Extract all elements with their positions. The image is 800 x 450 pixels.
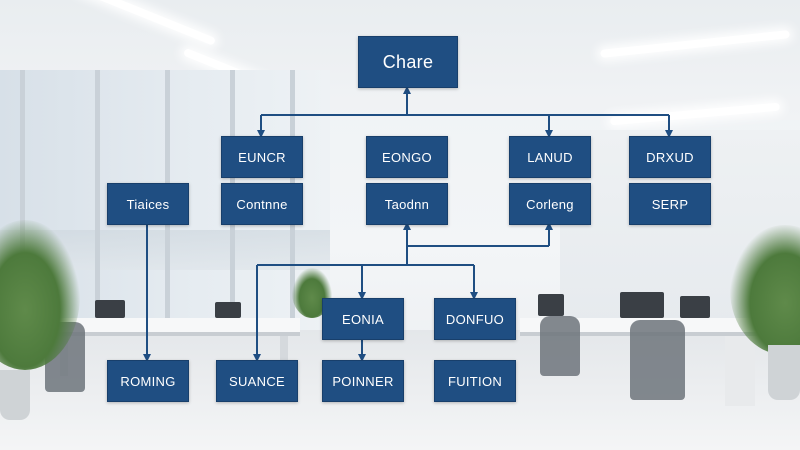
window-mullion — [20, 70, 25, 330]
node-euncr[interactable]: EUNCR — [221, 136, 303, 178]
plant-pot — [768, 345, 800, 400]
node-donfuo[interactable]: DONFUO — [434, 298, 516, 340]
office-chair — [630, 320, 685, 400]
monitor — [620, 292, 664, 318]
node-roming[interactable]: ROMING — [107, 360, 189, 402]
plant-pot — [0, 370, 30, 420]
monitor — [215, 302, 241, 318]
node-eonia[interactable]: EONIA — [322, 298, 404, 340]
node-poinner[interactable]: POINNER — [322, 360, 404, 402]
window-mullion — [95, 70, 100, 330]
desk-leg — [280, 336, 288, 376]
office-chair — [540, 316, 580, 376]
node-suance[interactable]: SUANCE — [216, 360, 298, 402]
desk-leg — [725, 336, 755, 406]
node-serp[interactable]: SERP — [629, 183, 711, 225]
monitor — [95, 300, 125, 318]
node-corleng[interactable]: Corleng — [509, 183, 591, 225]
node-tiaices[interactable]: Tiaices — [107, 183, 189, 225]
node-drxud[interactable]: DRXUD — [629, 136, 711, 178]
node-fuition[interactable]: FUITION — [434, 360, 516, 402]
desk — [40, 318, 300, 336]
monitor — [538, 294, 564, 316]
node-lanud[interactable]: LANUD — [509, 136, 591, 178]
node-eongo[interactable]: EONGO — [366, 136, 448, 178]
monitor — [680, 296, 710, 318]
node-contnne[interactable]: Contnne — [221, 183, 303, 225]
node-root[interactable]: Chare — [358, 36, 458, 88]
node-taodnn[interactable]: Taodnn — [366, 183, 448, 225]
